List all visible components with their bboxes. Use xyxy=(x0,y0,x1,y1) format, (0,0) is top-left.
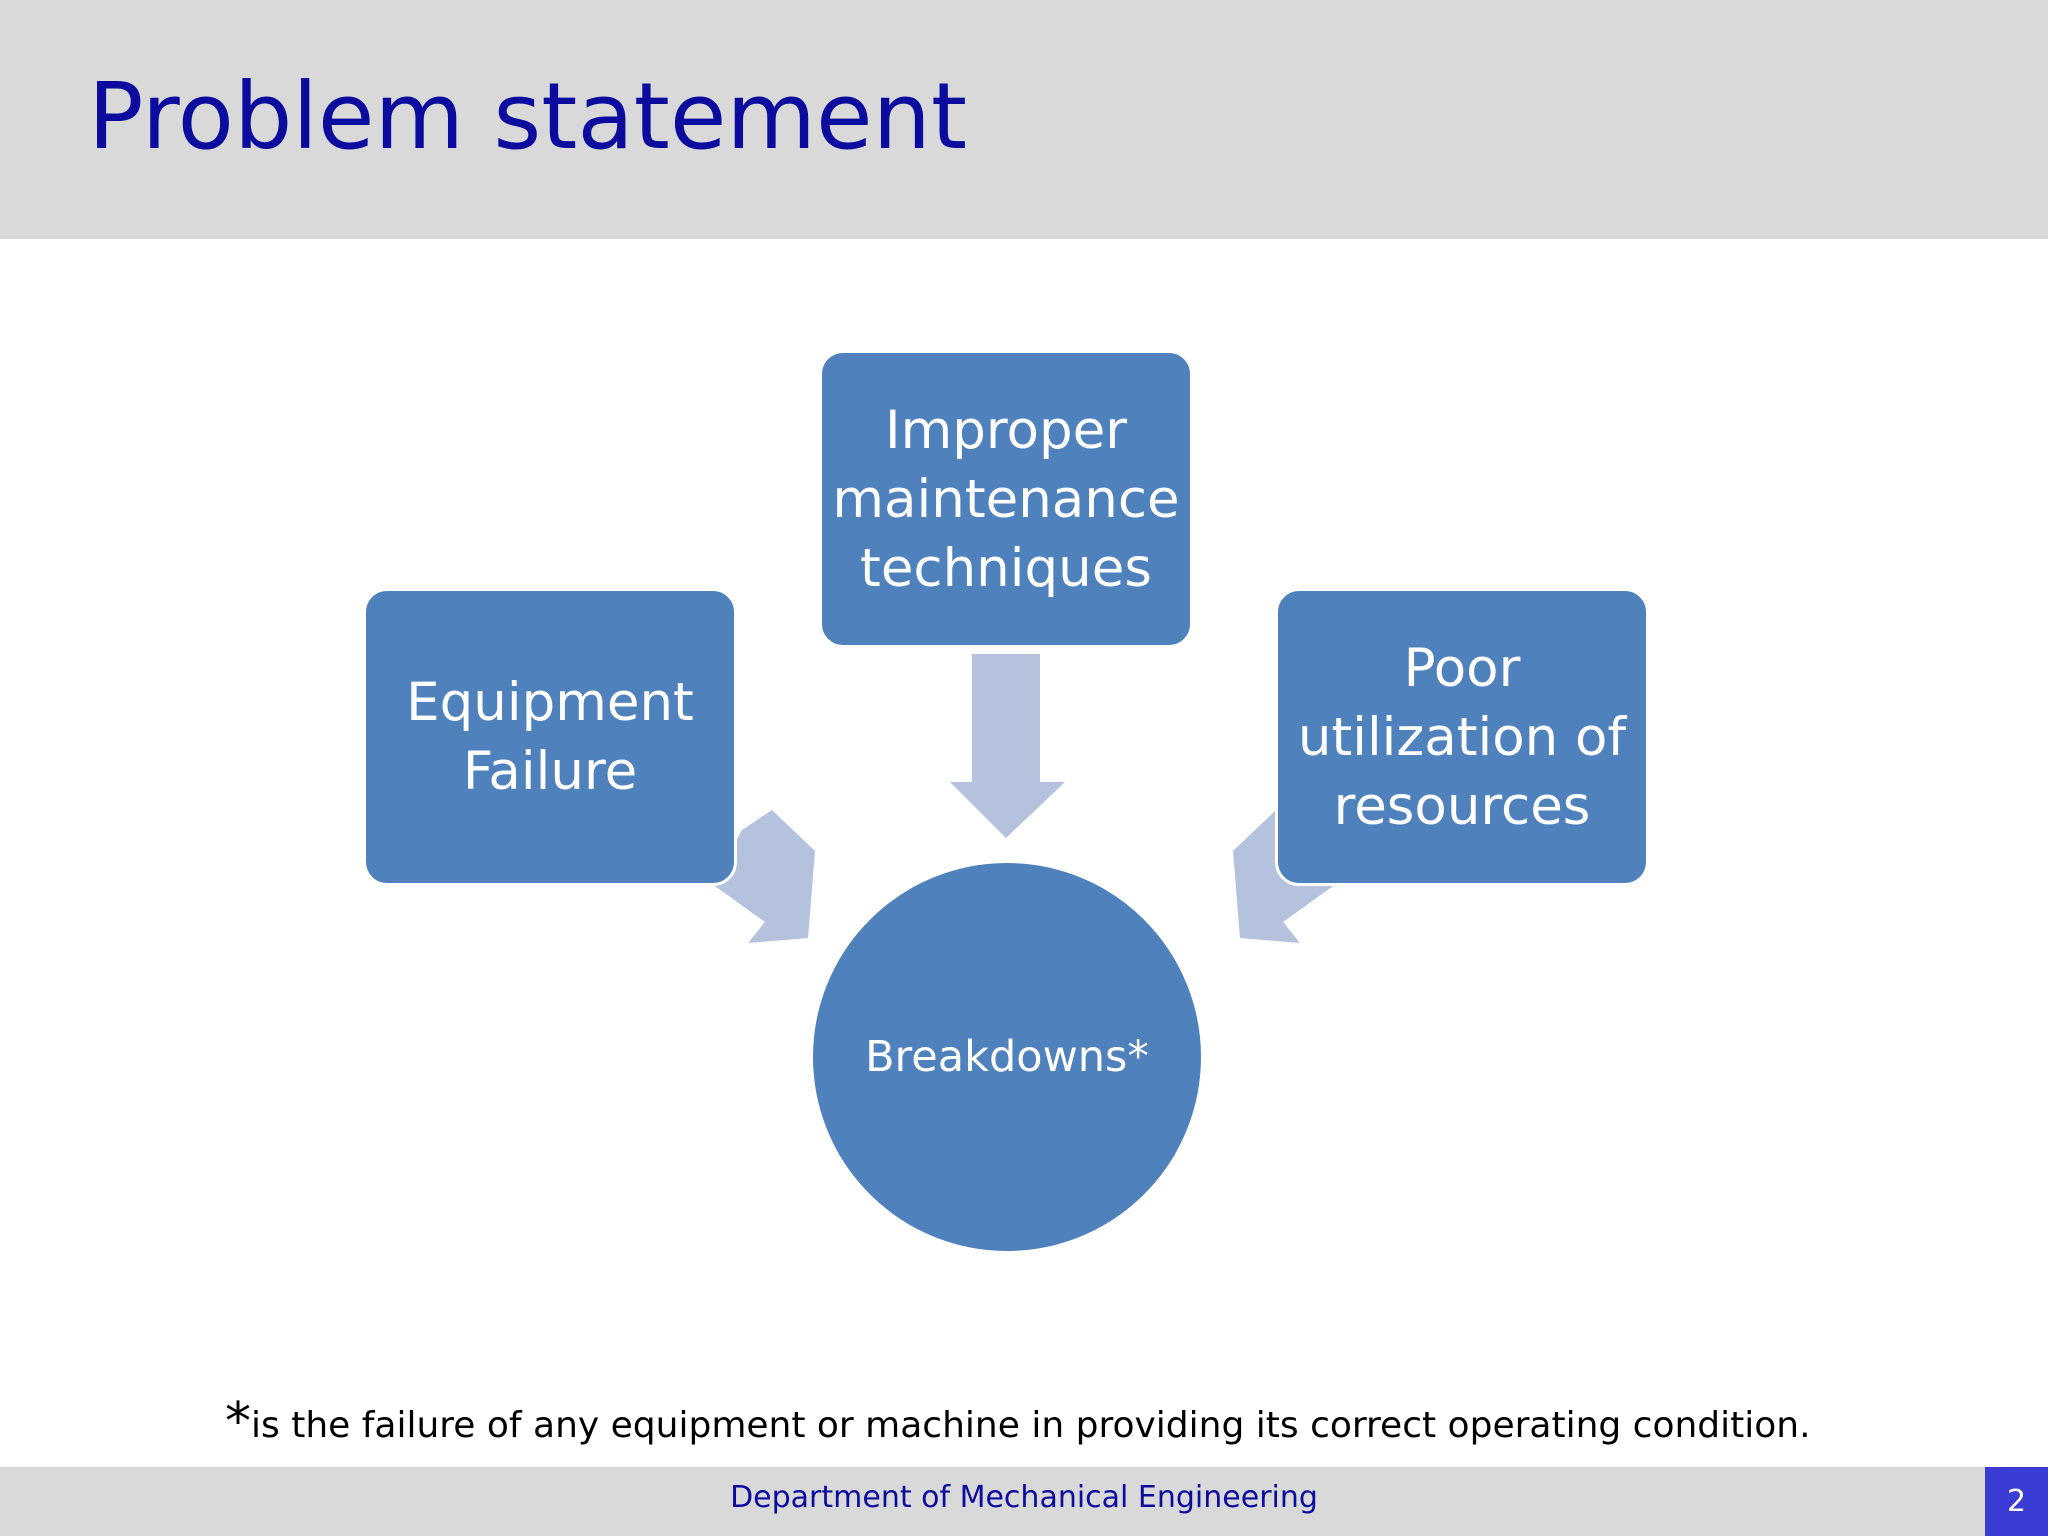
footer-band xyxy=(0,1467,2048,1536)
header-band xyxy=(0,0,2048,239)
page-title: Problem statement xyxy=(88,63,968,170)
arrow-top-to-center xyxy=(950,654,1065,838)
cause-box-poor-utilization: Poor utilization of resources xyxy=(1275,588,1649,886)
page-number-badge: 2 xyxy=(1985,1467,2048,1536)
footnote-text: is the failure of any equipment or machi… xyxy=(251,1405,1811,1446)
cause-box-improper-maintenance: Improper maintenance techniques xyxy=(819,350,1193,648)
arrow-left-to-center xyxy=(712,810,815,943)
footnote: *is the failure of any equipment or mach… xyxy=(225,1392,1845,1452)
footnote-marker: * xyxy=(225,1392,251,1452)
footer-text: Department of Mechanical Engineering xyxy=(730,1480,1318,1515)
cause-box-equipment-failure: Equipment Failure xyxy=(363,588,737,886)
effect-circle-breakdowns: Breakdowns* xyxy=(810,860,1204,1254)
